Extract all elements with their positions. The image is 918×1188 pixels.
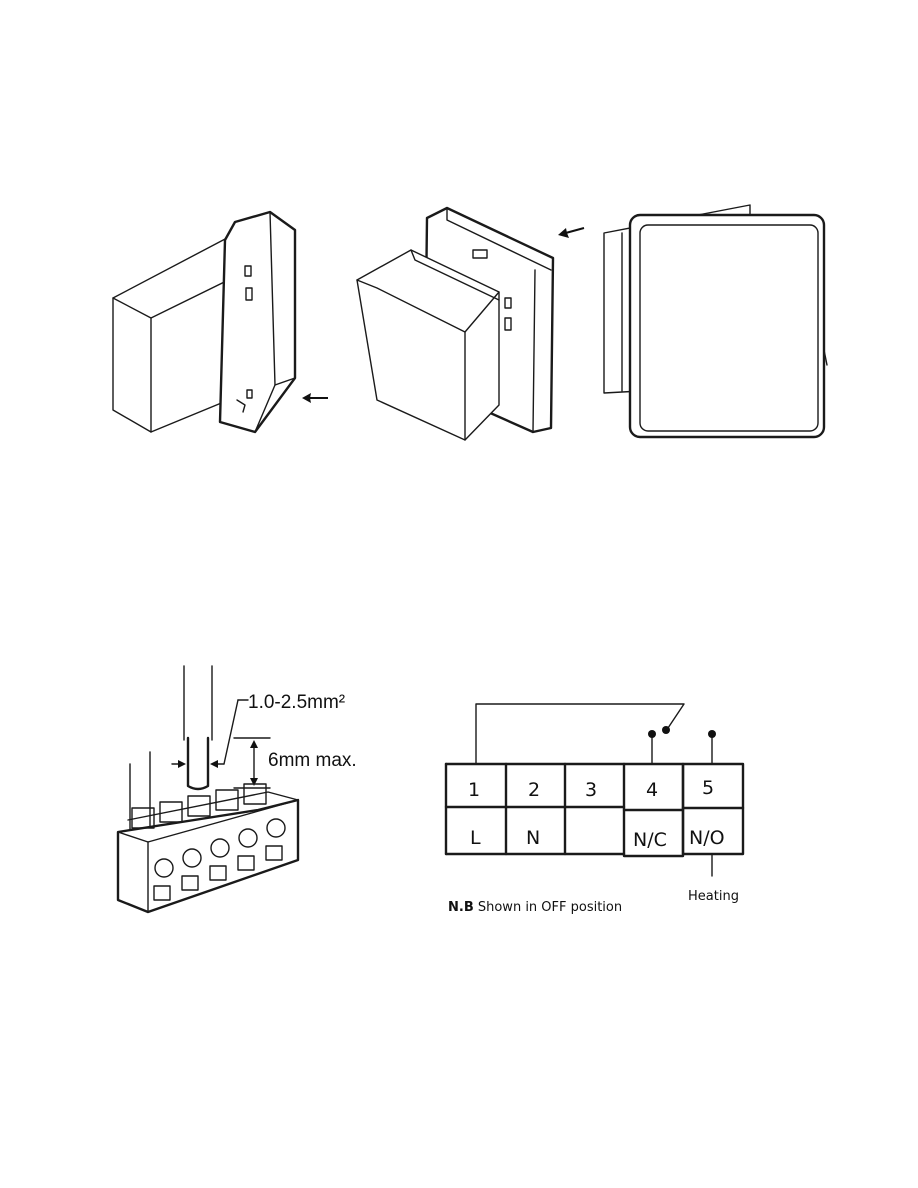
install-step-1 (105, 200, 340, 450)
install-step-2 (355, 200, 555, 445)
terminal-5-number: 5 (702, 777, 714, 799)
terminal-5-label: N/O (689, 827, 725, 849)
strip-length-label: 6mm max. (268, 750, 357, 771)
terminal-2-number: 2 (528, 779, 540, 801)
terminal-2-label: N (526, 827, 540, 849)
terminal-1-label: L (470, 827, 481, 849)
terminal-1-number: 1 (468, 779, 480, 801)
heating-label: Heating (688, 889, 739, 904)
terminal-4-number: 4 (646, 779, 658, 801)
terminal-4-label: N/C (633, 829, 667, 851)
arrow-left-icon (556, 222, 586, 238)
arrow-left-icon (300, 390, 330, 406)
note-bold: N.B (448, 900, 474, 915)
wire-spec-label: 1.0-2.5mm² (248, 692, 345, 713)
position-note: N.B Shown in OFF position (448, 900, 622, 915)
wiring-diagram: 1 2 3 4 5 L N N/C N/O Heating (440, 690, 760, 904)
terminal-block-diagram: 1.0-2.5mm² 6mm max. (108, 660, 408, 922)
terminal-3-number: 3 (585, 779, 597, 801)
note-text: Shown in OFF position (473, 900, 623, 915)
install-step-3 (600, 204, 830, 445)
